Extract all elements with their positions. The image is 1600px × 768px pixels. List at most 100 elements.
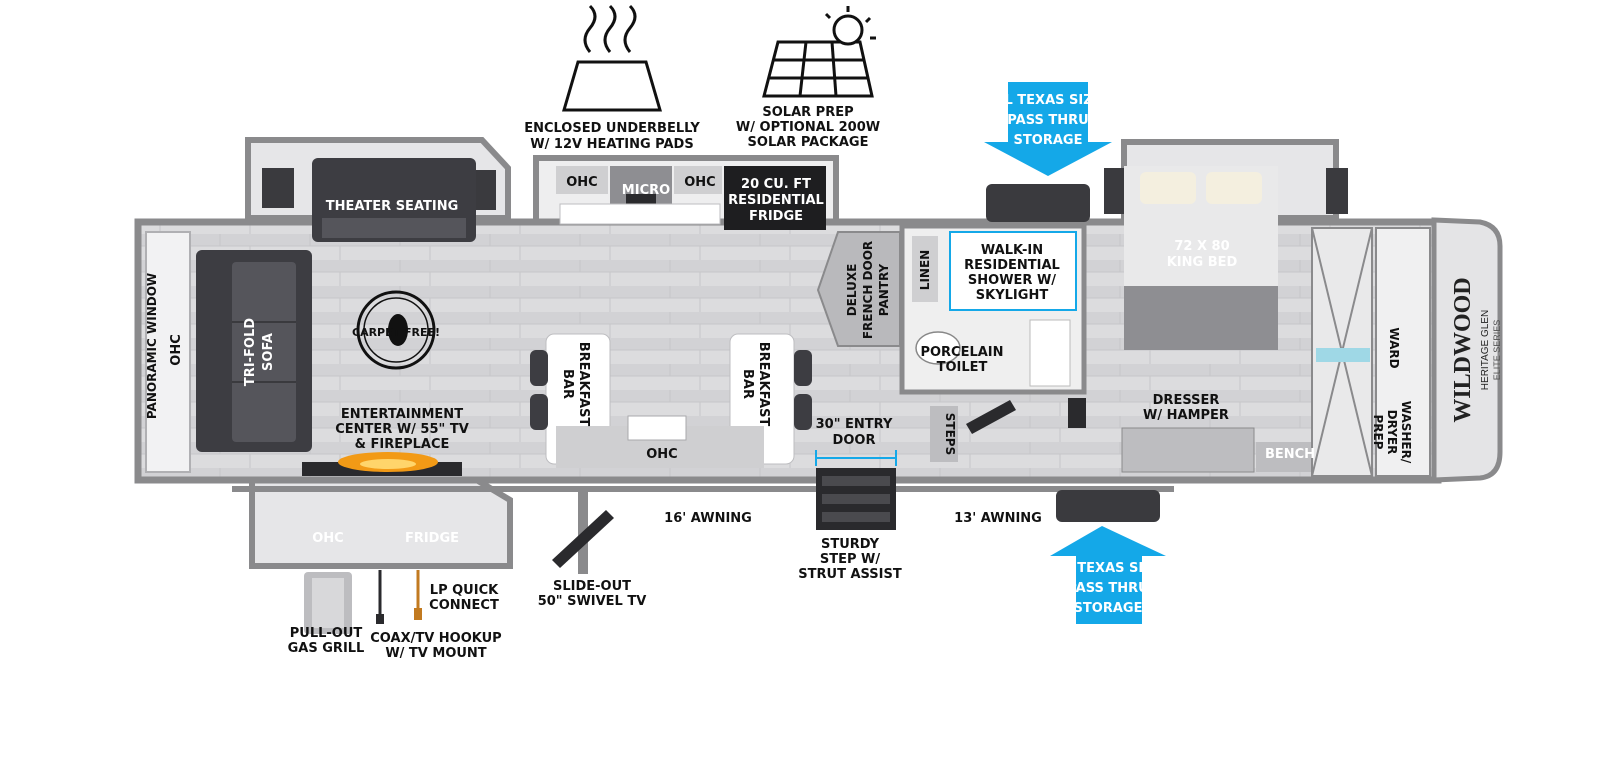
steps-label: STEPS — [943, 413, 957, 455]
text-label: RESIDENTIAL — [728, 193, 824, 208]
text-label: W/ TV MOUNT — [385, 646, 486, 661]
text-label: DRESSER — [1153, 393, 1220, 408]
text-label: DELUXE — [845, 264, 859, 317]
text-label: WASHER/ — [1399, 401, 1413, 464]
text-label: CENTER W/ 55" TV — [335, 422, 469, 437]
sturdy-step — [816, 468, 896, 530]
text-label: GAS GRILL — [288, 641, 365, 656]
dresser-label: DRESSER W/ HAMPER — [1143, 393, 1229, 423]
fireplace — [302, 452, 462, 476]
slide-tv-label: SLIDE-OUT 50" SWIVEL TV — [538, 579, 647, 609]
carpet-free-stamp — [356, 290, 436, 370]
text-label: DRYER — [1385, 410, 1399, 455]
text-label: BAR — [740, 369, 755, 399]
coax-label: COAX/TV HOOKUP W/ TV MOUNT — [370, 631, 501, 661]
underbelly-line-2: W/ 12V HEATING PADS — [530, 137, 693, 152]
text-label: TRI-FOLD — [243, 318, 258, 386]
underbelly-caption: ENCLOSED UNDERBELLY W/ 12V HEATING PADS — [524, 121, 700, 152]
storage-top-line-3: STORAGE — [1014, 133, 1083, 148]
lp-quick-label: LP QUICK CONNECT — [429, 583, 499, 613]
storage-door-top — [986, 184, 1090, 222]
brand-name: WILDWOOD — [1450, 277, 1476, 422]
slide-out-tv — [552, 492, 614, 574]
theater-seating — [312, 158, 476, 242]
text-label: 20 CU. FT — [741, 177, 811, 192]
text-label: PULL-OUT — [290, 626, 363, 641]
storage-bottom-line-1: XL TEXAS SIZE — [1054, 561, 1161, 576]
brand-logo: WILDWOOD HERITAGE GLEN ELITE SERIES — [1450, 277, 1502, 422]
solar-line-3: SOLAR PACKAGE — [748, 135, 869, 150]
solar-line-1: SOLAR PREP — [762, 105, 853, 120]
text-label: TOILET — [937, 360, 988, 375]
text-label: BREAKFAST — [576, 342, 591, 427]
text-label: FRIDGE — [749, 209, 803, 224]
text-label: RESIDENTIAL — [964, 258, 1060, 273]
washer-dryer-label: WASHER/ DRYER PREP — [1371, 401, 1413, 464]
storage-door-bottom — [1056, 490, 1160, 522]
text-label: BREAKFAST — [756, 342, 771, 427]
pantry — [816, 231, 901, 347]
storage-top-line-2: PASS THRU — [1007, 113, 1088, 128]
text-label: PREP — [1371, 414, 1385, 449]
brand-series: ELITE SERIES — [1492, 320, 1502, 381]
coach-body — [134, 217, 1503, 484]
text-label: STEP W/ — [820, 552, 881, 567]
text-label: COAX/TV HOOKUP — [370, 631, 501, 646]
front-ohc-label: OHC — [169, 334, 184, 365]
text-label: PANTRY — [877, 263, 891, 316]
text-label: KING BED — [1167, 255, 1238, 270]
text-label: BAR — [560, 369, 575, 399]
storage-bottom-line-3: STORAGE — [1074, 601, 1143, 616]
brand-sub: HERITAGE GLEN — [1480, 310, 1491, 390]
kitchen-island — [545, 333, 795, 468]
bench-label: BENCH — [1265, 447, 1315, 462]
pantry-label: DELUXE FRENCH DOOR PANTRY — [845, 241, 891, 339]
awning-13-label: 13' AWNING — [954, 511, 1042, 526]
text-label: ENTERTAINMENT — [341, 407, 463, 422]
text-label: SKYLIGHT — [976, 288, 1049, 303]
storage-bottom-line-2: PASS THRU — [1067, 581, 1148, 596]
bar-stools — [530, 350, 812, 430]
gas-grill-label: PULL-OUT GAS GRILL — [288, 626, 365, 656]
wardrobe — [1311, 227, 1431, 477]
gas-grill-icon — [304, 572, 352, 634]
storage-top-label: XL TEXAS SIZE PASS THRU STORAGE — [994, 93, 1101, 148]
storage-top-line-1: XL TEXAS SIZE — [994, 93, 1101, 108]
storage-bottom-label: XL TEXAS SIZE PASS THRU STORAGE — [1054, 561, 1161, 616]
heating-icon — [562, 4, 662, 112]
text-label: PORCELAIN — [920, 345, 1003, 360]
text-label: SLIDE-OUT — [553, 579, 631, 594]
text-label: 30" ENTRY — [816, 417, 893, 432]
lp-quick-connect-icon — [414, 570, 422, 620]
kitchen-cabinets — [556, 166, 826, 230]
fridge-label: 20 CU. FT RESIDENTIAL FRIDGE — [728, 177, 824, 224]
kitchen-ohc-2-label: OHC — [684, 175, 715, 190]
theater-seating-label: THEATER SEATING — [326, 199, 459, 214]
coax-hookup-icon — [376, 570, 384, 624]
breakfast-bar-left-label: BREAKFAST BAR — [560, 342, 591, 427]
outdoor-fridge-label: FRIDGE — [405, 531, 459, 546]
text-label: FRENCH DOOR — [861, 241, 875, 339]
solar-icon — [762, 6, 876, 98]
dresser — [1121, 427, 1255, 473]
sofa-label: TRI-FOLD SOFA — [243, 318, 276, 386]
panoramic-window-label: PANORAMIC WINDOW — [145, 273, 159, 419]
text-label: DOOR — [833, 433, 876, 448]
text-label: LP QUICK — [430, 583, 499, 598]
text-label: STURDY — [821, 537, 880, 552]
awning-rail — [232, 486, 1174, 492]
tri-fold-sofa — [196, 250, 312, 452]
king-bed-label: 72 X 80 KING BED — [1167, 239, 1238, 270]
outdoor-ohc-label: OHC — [312, 531, 343, 546]
breakfast-bar-right-label: BREAKFAST BAR — [740, 342, 771, 427]
solar-caption: SOLAR PREP W/ OPTIONAL 200W SOLAR PACKAG… — [736, 105, 880, 150]
sturdy-step-label: STURDY STEP W/ STRUT ASSIST — [798, 537, 902, 582]
underbelly-line-1: ENCLOSED UNDERBELLY — [524, 121, 700, 136]
toilet-label: PORCELAIN TOILET — [920, 345, 1003, 375]
carpet-free-label: CARPET FREE! — [352, 326, 440, 339]
text-label: SOFA — [261, 333, 276, 371]
solar-line-2: W/ OPTIONAL 200W — [736, 120, 880, 135]
text-label: & FIREPLACE — [355, 437, 450, 452]
text-label: 50" SWIVEL TV — [538, 594, 647, 609]
